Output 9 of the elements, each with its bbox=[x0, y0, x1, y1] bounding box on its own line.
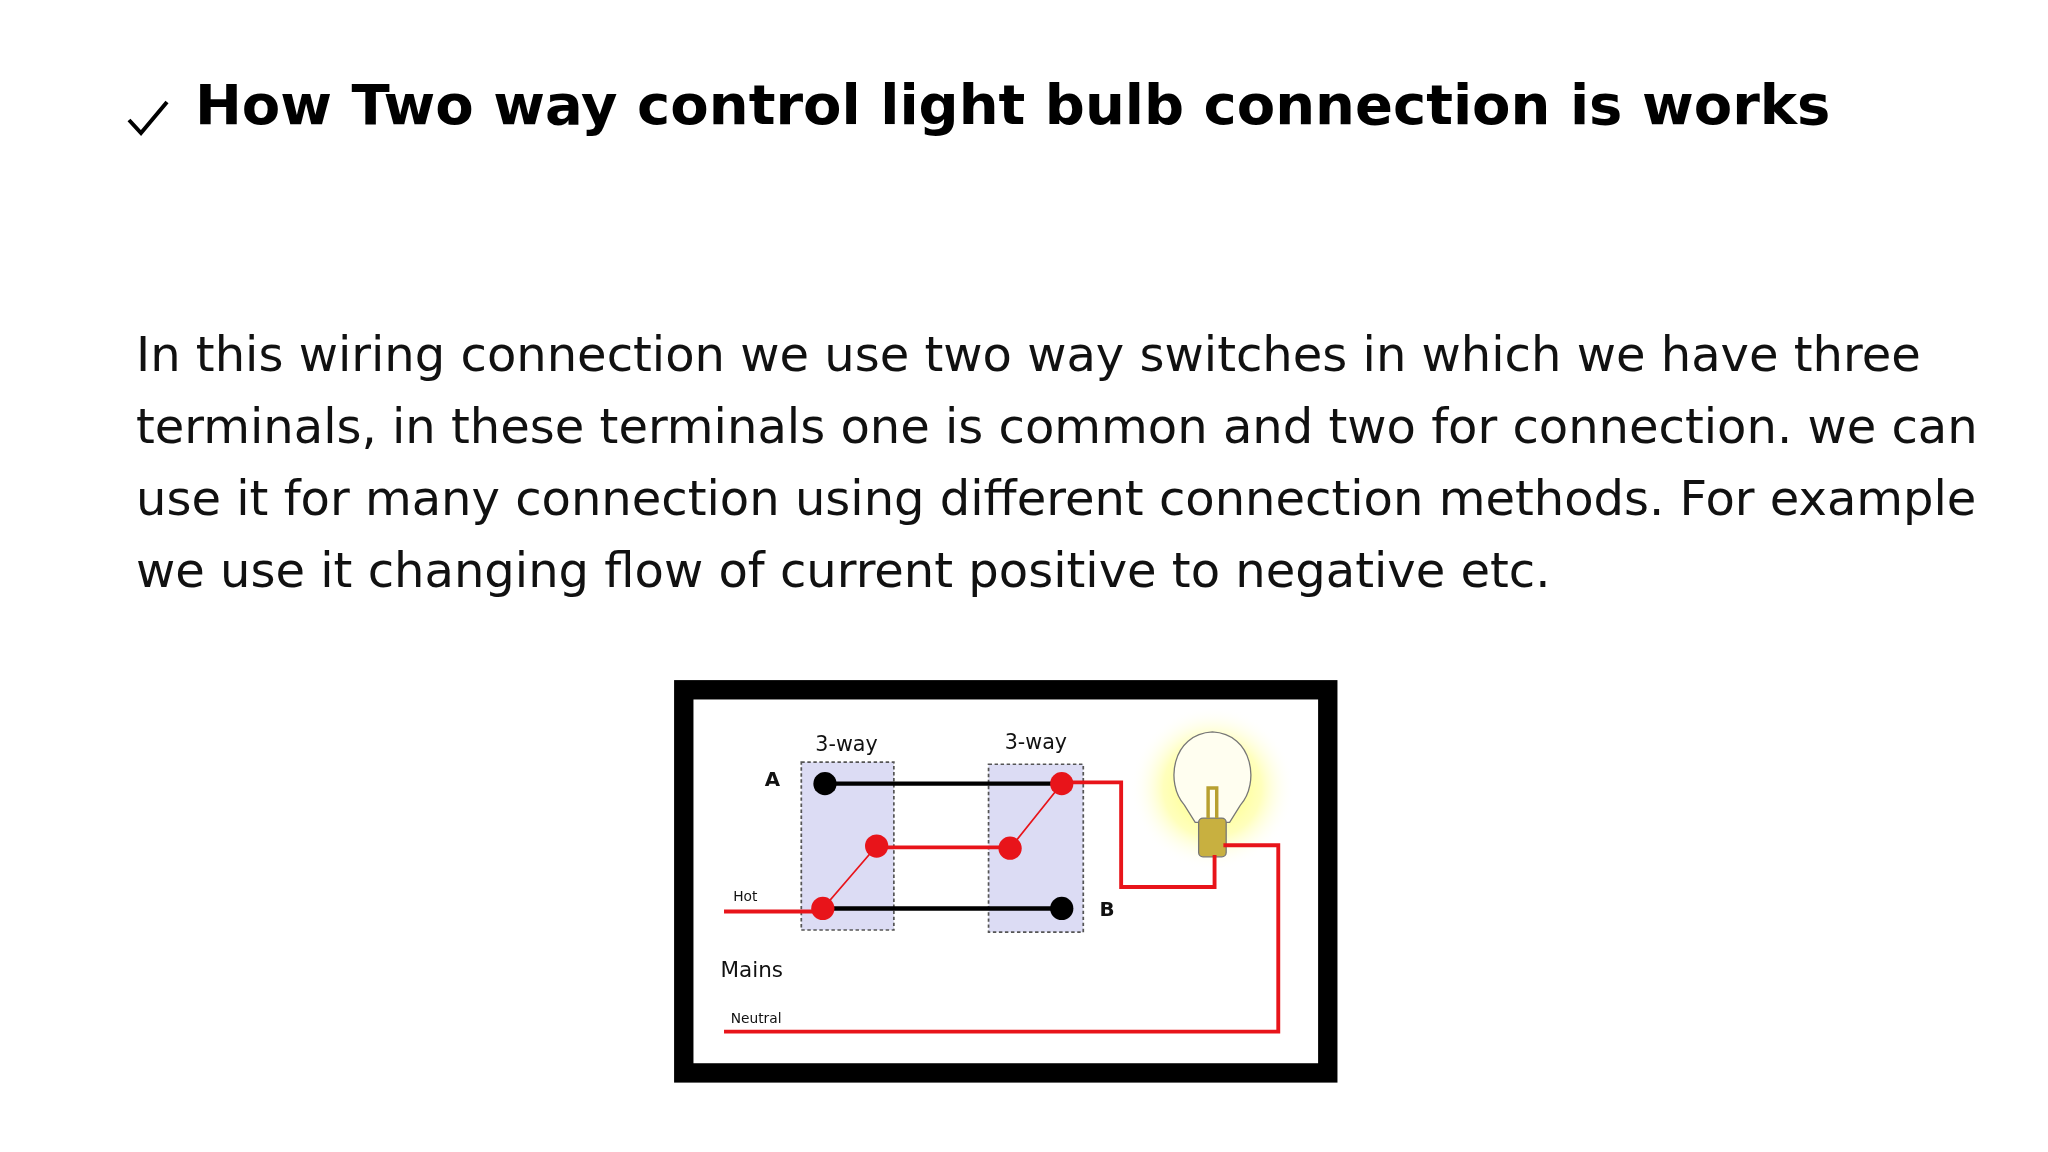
body-paragraph: In this wiring connection we use two way switches in which we have three terminals, in these terminals one is common and two for connection. we can use it for many connection using different connection methods. For example we use it changing flow of current positive to negative etc. bbox=[136, 325, 1979, 600]
slide-title: How Two way control light bulb connection is works bbox=[195, 72, 1831, 137]
terminal-label: A bbox=[764, 767, 781, 791]
mains-label: Mains bbox=[720, 957, 784, 983]
terminal-label: B bbox=[1099, 898, 1115, 922]
switch-label: 3-way bbox=[1004, 730, 1068, 755]
wire-label: Hot bbox=[733, 887, 758, 904]
wire-label: Neutral bbox=[730, 1009, 782, 1026]
switch-label: 3-way bbox=[815, 732, 878, 757]
